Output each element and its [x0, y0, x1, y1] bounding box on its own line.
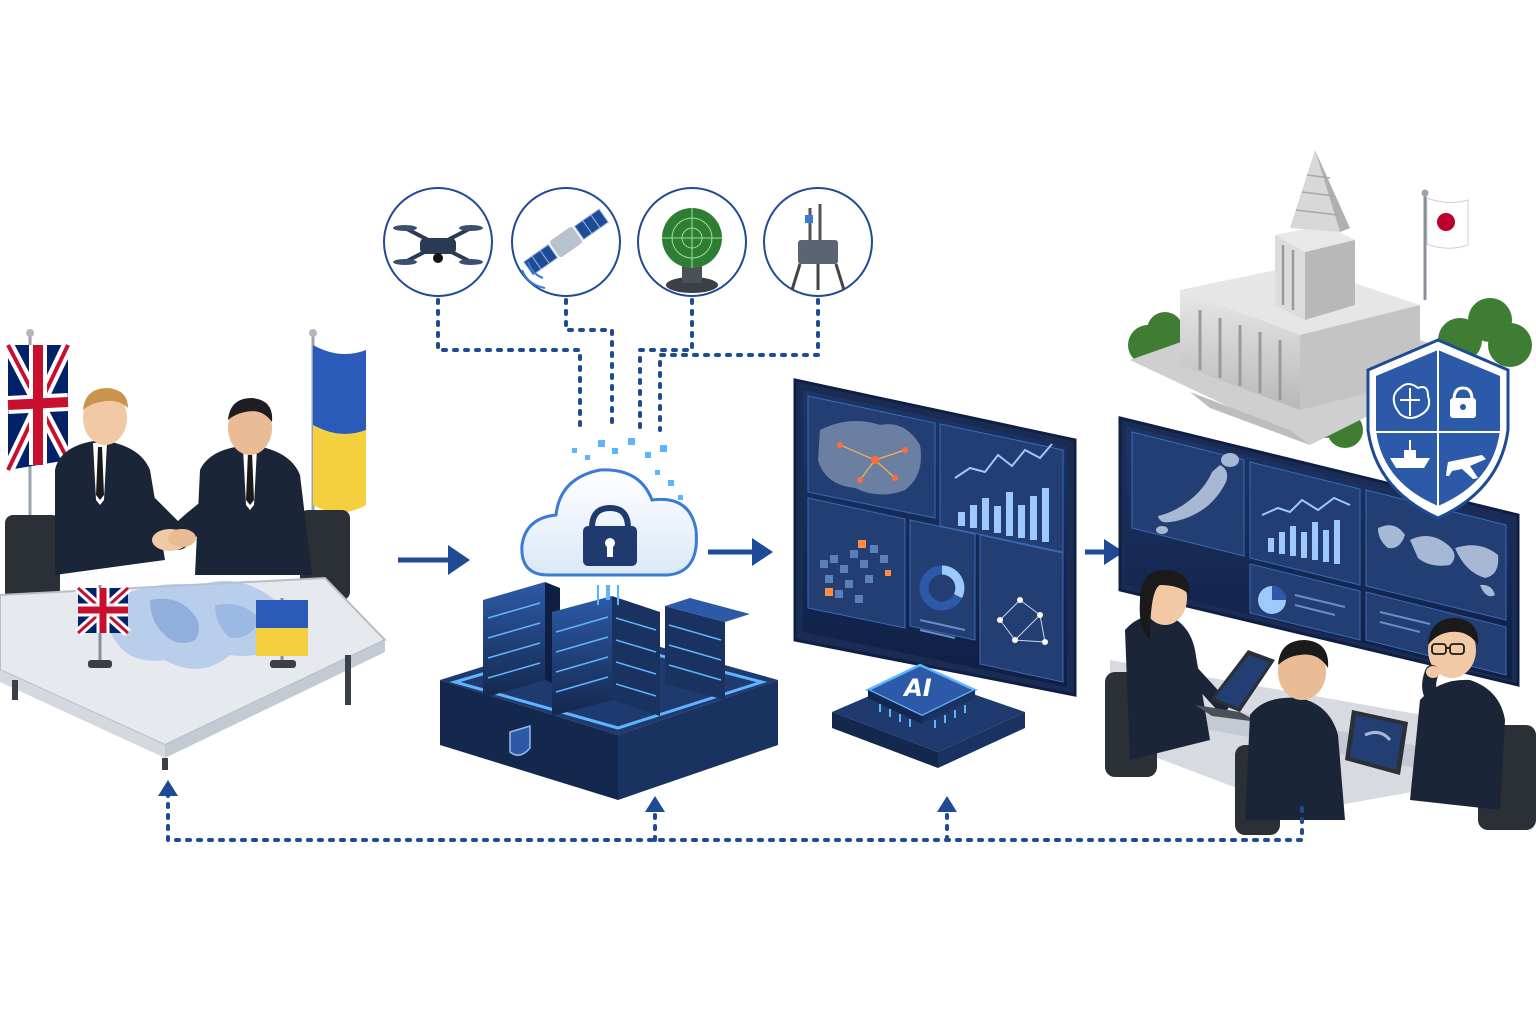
uk-desk-flag [74, 584, 132, 668]
aircraft-icon [1446, 455, 1486, 479]
laptop-icon [1195, 650, 1275, 722]
stage-japan-command [1105, 150, 1536, 835]
diet-building-icon [1130, 150, 1480, 445]
flow-arrow [1085, 539, 1124, 565]
bar-chart-icon [958, 488, 1049, 542]
ai-chip-label: AI [902, 674, 932, 702]
radar-icon [637, 187, 747, 297]
network-map-icon [818, 421, 921, 495]
defense-shield-icon [1366, 338, 1510, 520]
operator-right [1410, 618, 1505, 810]
server-rack-icon [483, 582, 750, 716]
loop-arrowhead [158, 780, 178, 796]
flow-arrow [708, 538, 773, 566]
line-chart-icon [954, 443, 1053, 479]
satellite-icon [511, 187, 621, 297]
donut-chart-icon [919, 565, 966, 639]
heatmap-icon [820, 540, 891, 603]
sensor-tower-icon [763, 187, 873, 297]
data-particles [572, 438, 683, 500]
person-right [166, 398, 312, 575]
stage-data-fusion [440, 438, 778, 800]
sensor-connectors [436, 298, 820, 432]
operator-left [1125, 570, 1229, 760]
ukraine-flag-icon [309, 329, 366, 540]
analytics-screen [793, 378, 1077, 697]
ukraine-desk-flag [256, 598, 308, 668]
ship-icon [1390, 440, 1430, 468]
cloud-lock-icon [520, 468, 698, 577]
chair [5, 515, 60, 610]
laptop-icon [1345, 710, 1408, 775]
brain-icon [1392, 383, 1431, 419]
bar-chart-icon [1268, 520, 1340, 564]
ai-chip-icon: AI [832, 663, 1025, 768]
shield-icon [509, 724, 531, 756]
uk-flag-icon [2, 329, 74, 520]
loop-arrowhead [937, 796, 957, 812]
sensor-inputs [383, 187, 873, 432]
japan-flag-icon [1421, 189, 1469, 300]
stage-partnership [0, 329, 387, 770]
europe-map-icon [106, 580, 293, 669]
handshake-icon [152, 529, 196, 551]
world-map-icon [1378, 525, 1499, 597]
operator-center [1245, 640, 1345, 820]
japan-map-icon [1156, 453, 1239, 534]
line-chart-icon [1261, 496, 1351, 516]
drone-icon [383, 187, 493, 297]
flow-arrow [398, 545, 470, 575]
chair [300, 510, 350, 600]
feedback-loop [158, 780, 1304, 842]
lock-icon [1450, 386, 1476, 418]
person-left [55, 388, 187, 575]
stage-ai-analytics: AI [793, 378, 1077, 768]
pie-chart-icon [1258, 586, 1286, 614]
loop-arrowhead [645, 796, 665, 812]
node-graph-icon [997, 597, 1048, 645]
